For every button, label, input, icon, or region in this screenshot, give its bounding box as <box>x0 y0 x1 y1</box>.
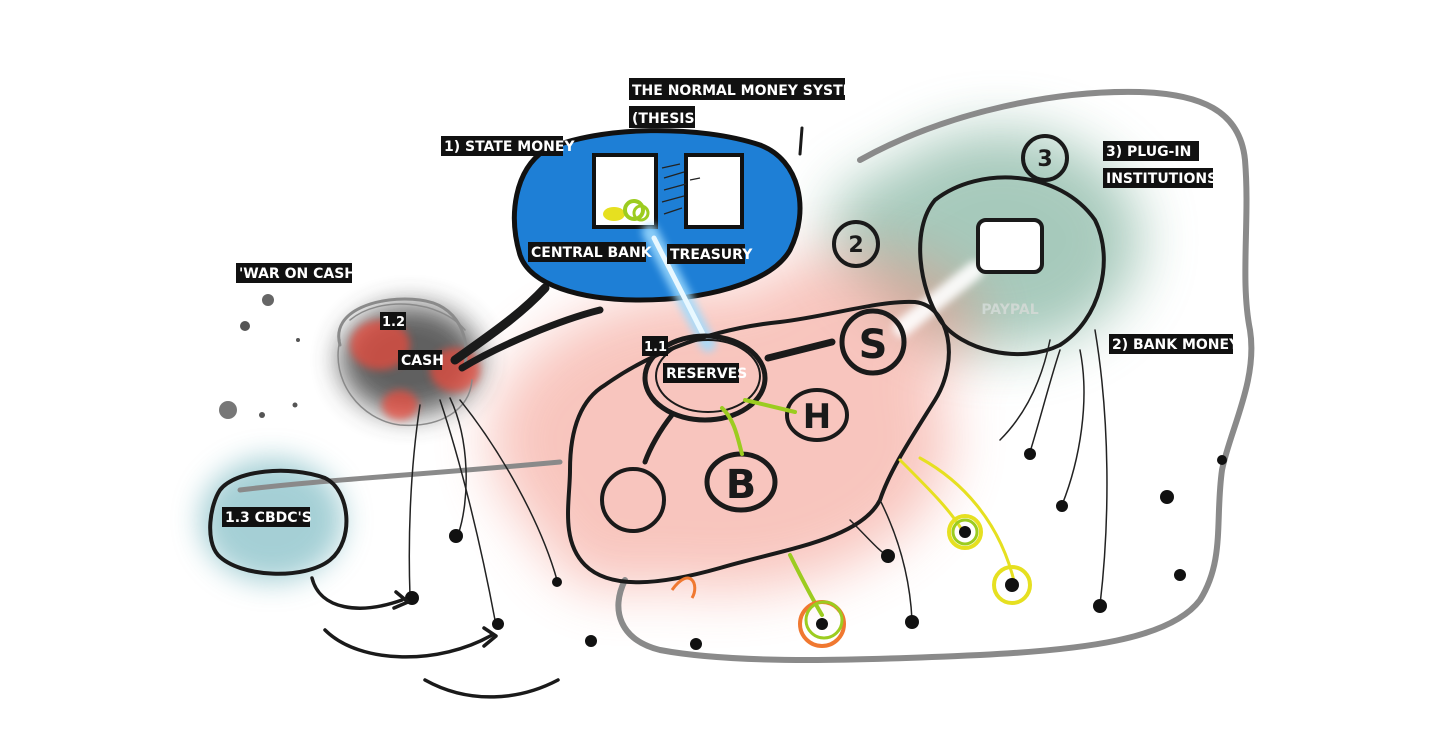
svg-text:1.3 CBDC'S: 1.3 CBDC'S <box>225 510 312 526</box>
account-flows <box>408 329 1108 621</box>
svg-text:TREASURY: TREASURY <box>670 247 753 263</box>
war-on-cash-label: 'WAR ON CASH' <box>236 263 360 283</box>
cbdc-to-reserves-line <box>237 459 563 493</box>
reserves-to-s-line <box>764 338 836 362</box>
treasury-label: TREASURY <box>667 244 753 264</box>
circle-three-number: 3 <box>1037 147 1052 172</box>
reserves-beam-core <box>651 235 708 341</box>
cash-ring <box>337 297 468 367</box>
svg-text:CENTRAL BANK: CENTRAL BANK <box>531 245 653 261</box>
svg-text:RESERVES: RESERVES <box>666 366 747 382</box>
svg-text:THE NORMAL MONEY SYSTEM: THE NORMAL MONEY SYSTEM <box>632 83 866 99</box>
state-to-cash-connector <box>450 283 550 365</box>
quote-mark <box>798 126 804 156</box>
plugin-boundary <box>918 175 1106 357</box>
cash-label: CASH <box>398 350 444 370</box>
svg-text:2) BANK MONEY: 2) BANK MONEY <box>1112 337 1240 353</box>
reserves-label: RESERVES <box>663 363 747 383</box>
account-highlights <box>670 514 1032 648</box>
central-bank-highlight <box>603 199 650 222</box>
cash-number-label: 1.2 <box>380 312 406 330</box>
reserves-number-label: 1.1 <box>642 336 668 356</box>
bank-money-label: 2) BANK MONEY <box>1109 334 1240 354</box>
svg-text:INSTITUTIONS: INSTITUTIONS <box>1106 171 1217 187</box>
treasury-box <box>684 153 744 229</box>
circle-two-number: 2 <box>848 233 863 258</box>
svg-text:1.1: 1.1 <box>644 340 667 355</box>
cbdc-arrows <box>310 576 560 699</box>
circle-two <box>832 220 880 268</box>
paypal-label: PAYPAL <box>981 302 1038 318</box>
bank-s-circle <box>839 308 907 376</box>
bank-blank-circle <box>600 467 666 533</box>
bank-b-letter: B <box>726 462 757 508</box>
paypal-box <box>976 218 1044 274</box>
bank-s-letter: S <box>859 322 888 368</box>
plugin-label: 3) PLUG-IN INSTITUTIONS <box>1103 141 1217 188</box>
bank-money-boundary <box>615 88 1255 663</box>
cbdc-label: 1.3 CBDC'S <box>222 507 312 527</box>
reserves-ring-inner <box>655 339 761 413</box>
svg-text:PAYPAL: PAYPAL <box>981 302 1038 318</box>
reserves-ring <box>642 333 768 423</box>
central-bank-label: CENTRAL BANK <box>528 242 653 262</box>
svg-text:1) STATE MONEY: 1) STATE MONEY <box>444 139 575 155</box>
svg-text:(THESIS): (THESIS) <box>632 111 701 127</box>
circle-three <box>1021 134 1069 182</box>
bank-h-letter: H <box>803 397 831 437</box>
state-to-cash-connector-2 <box>458 306 604 372</box>
state-money-label: 1) STATE MONEY <box>441 136 575 156</box>
title-label: THE NORMAL MONEY SYSTEM (THESIS) <box>629 78 866 128</box>
svg-text:CASH: CASH <box>401 353 444 369</box>
svg-text:1.2: 1.2 <box>382 315 405 330</box>
cbdc-ring <box>208 468 349 576</box>
svg-text:'WAR ON CASH': 'WAR ON CASH' <box>239 266 360 282</box>
account-dots <box>405 448 1227 650</box>
paypal-beam <box>893 261 984 337</box>
reserves-links <box>642 398 797 465</box>
bank-h-circle <box>785 388 849 442</box>
svg-text:3) PLUG-IN: 3) PLUG-IN <box>1106 144 1191 160</box>
treasury-hatching <box>661 163 701 215</box>
